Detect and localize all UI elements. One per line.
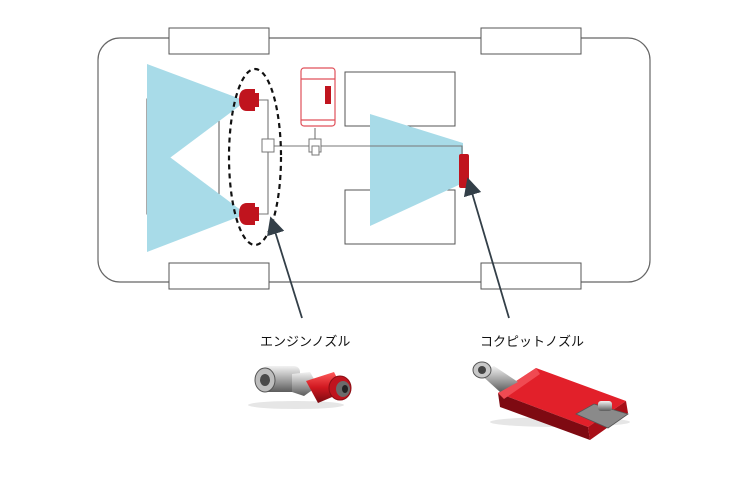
wheel-rear-right — [480, 262, 582, 290]
cockpit-nozzle-label: コクピットノズル — [480, 334, 584, 350]
cockpit-callout-line — [463, 177, 510, 319]
engine-callout-line — [267, 216, 303, 319]
wheel-front-right — [168, 262, 270, 290]
cockpit-spray — [370, 114, 463, 226]
wheel-rear-left — [480, 27, 582, 55]
seat-upper — [344, 71, 456, 127]
engine-nozzle-highlight — [227, 67, 283, 247]
engine-nozzle-icon — [248, 366, 352, 409]
engine-spray — [147, 64, 246, 252]
engine-nozzle-upper — [239, 89, 259, 111]
engine-spray-lower — [147, 140, 246, 252]
engine-nozzle-label: エンジンノズル — [260, 334, 350, 350]
fire-extinguisher-icon — [300, 67, 336, 127]
seat-lower — [344, 189, 456, 245]
wheels — [168, 27, 582, 290]
cockpit-nozzle — [459, 154, 469, 188]
engine-spray-upper — [147, 64, 246, 175]
cockpit-nozzle-icon — [472, 361, 630, 440]
wheel-front-left — [168, 27, 270, 55]
engine-nozzle-lower — [239, 203, 259, 225]
pipe-fittings — [261, 138, 322, 156]
